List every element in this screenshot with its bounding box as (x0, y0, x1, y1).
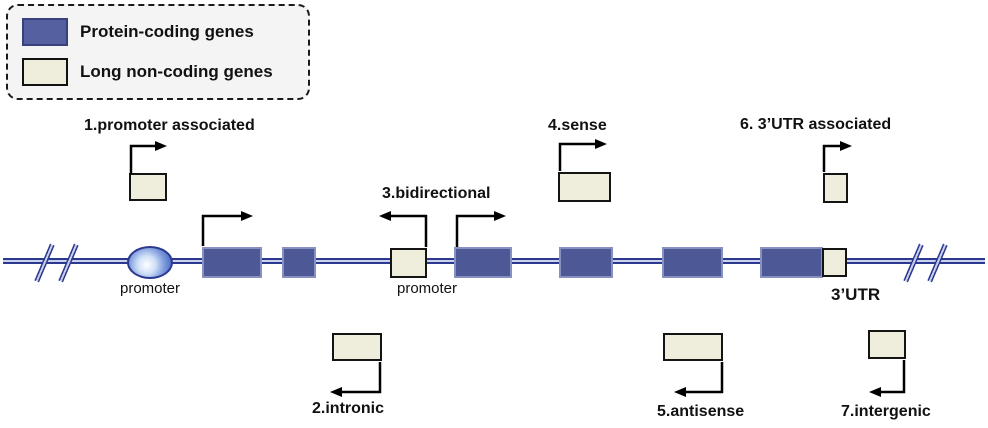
legend-label-long-non-coding: Long non-coding genes (80, 62, 273, 81)
exon-gene2-2 (559, 247, 613, 278)
exon-gene2-3 (662, 247, 723, 278)
label-promoter-gene1: promoter (120, 280, 181, 297)
label-intronic: 2.intronic (312, 400, 385, 417)
promoter-oval (127, 246, 173, 279)
legend-label-protein-coding: Protein-coding genes (80, 22, 254, 41)
arrow-utr3-associated (822, 141, 852, 172)
legend-box: Protein-coding genes Long non-coding gen… (6, 4, 310, 100)
arrow-gene1-tss (201, 211, 253, 246)
arrow-promoter-associated (129, 141, 167, 174)
legend-item-long-non-coding: Long non-coding genes (22, 58, 273, 86)
arrow-intergenic (869, 360, 906, 397)
arrow-sense (558, 139, 607, 171)
label-sense: 4.sense (548, 117, 607, 134)
utr3-box (822, 248, 847, 277)
lnc-antisense-box (663, 333, 723, 361)
arrow-antisense (674, 362, 724, 397)
lnc-sense-box (558, 172, 611, 202)
lnc-bidirectional-box (390, 248, 427, 278)
long-non-coding-swatch-icon (22, 58, 68, 86)
exon-gene1-1 (202, 247, 262, 278)
arrow-bidirectional-left (379, 211, 428, 247)
lnc-intronic-box (332, 333, 382, 361)
label-utr3: 3’UTR (831, 285, 881, 304)
exon-gene1-2 (282, 247, 316, 278)
label-promoter-associated: 1.promoter associated (84, 117, 255, 134)
arrow-intronic (330, 362, 382, 397)
label-promoter-gene2: promoter (397, 280, 458, 297)
exon-gene2-4 (760, 247, 823, 278)
label-intergenic: 7.intergenic (841, 403, 931, 420)
legend-item-protein-coding: Protein-coding genes (22, 18, 254, 46)
lnc-utr3-associated-box (823, 173, 848, 203)
protein-coding-swatch-icon (22, 18, 68, 46)
label-bidirectional: 3.bidirectional (382, 185, 491, 202)
exon-gene2-1 (454, 247, 512, 278)
label-utr3-associated: 6. 3’UTR associated (740, 116, 892, 133)
label-antisense: 5.antisense (657, 403, 745, 420)
arrow-bidirectional-right (455, 211, 506, 247)
lnc-intergenic-box (868, 330, 906, 359)
lnc-promoter-associated-box (129, 173, 167, 201)
